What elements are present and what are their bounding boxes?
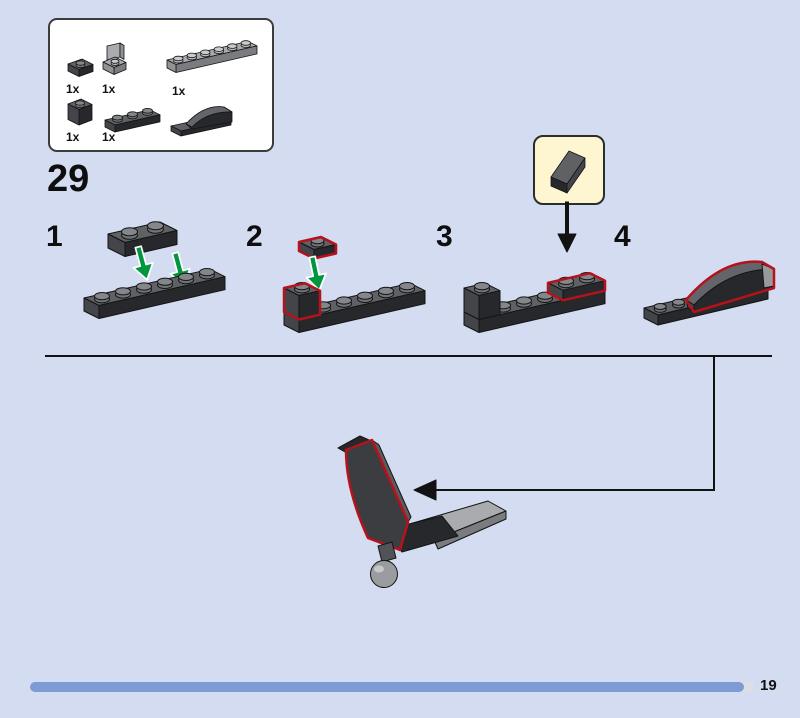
- substep-3-number: 3: [436, 220, 453, 253]
- step4-curved-assembly: [643, 260, 776, 326]
- black-left-arrow-icon: [413, 479, 437, 501]
- divider-line: [45, 355, 772, 357]
- part-count: 1x: [66, 82, 80, 96]
- substep-2-number: 2: [246, 220, 263, 253]
- substep-1-number: 1: [46, 220, 63, 253]
- new-part-callout: [533, 135, 605, 205]
- part-count: 1x: [102, 82, 116, 96]
- step2-new-1x1-plate-highlighted: [297, 235, 338, 260]
- green-arrow-icon: [305, 255, 327, 292]
- part-dark-curved-slope-icon: [170, 106, 233, 137]
- step-number: 29: [47, 158, 90, 200]
- leader-line-vertical: [713, 355, 715, 491]
- part-dark-1x3-plate-icon: [104, 107, 161, 133]
- step3-assembly: [463, 271, 607, 333]
- part-gray-1x6-plate-icon: [166, 40, 258, 73]
- step1-dark-1x6-plate: [83, 268, 226, 319]
- leader-line-horizontal: [434, 489, 715, 491]
- black-down-arrow-icon: [557, 201, 577, 253]
- green-arrow-icon: [132, 245, 154, 281]
- part-dark-1x1-plate-icon: [67, 58, 94, 77]
- part-light-1x1-bracket-icon: [102, 42, 127, 75]
- progress-bar: [30, 682, 754, 692]
- page-number: 19: [760, 677, 777, 694]
- parts-callout-box: 1x 1x 1x: [48, 18, 274, 152]
- progress-bar-fill: [30, 682, 744, 692]
- part-dark-1x1-brick-icon: [67, 98, 93, 126]
- part-count: 1x: [102, 130, 116, 144]
- step2-assembly: [282, 281, 426, 333]
- part-count: 1x: [172, 84, 186, 98]
- callout-1x1-slope-icon: [550, 150, 586, 194]
- substep-4-number: 4: [614, 220, 631, 253]
- result-subassembly: [337, 435, 507, 588]
- part-count: 1x: [66, 130, 80, 144]
